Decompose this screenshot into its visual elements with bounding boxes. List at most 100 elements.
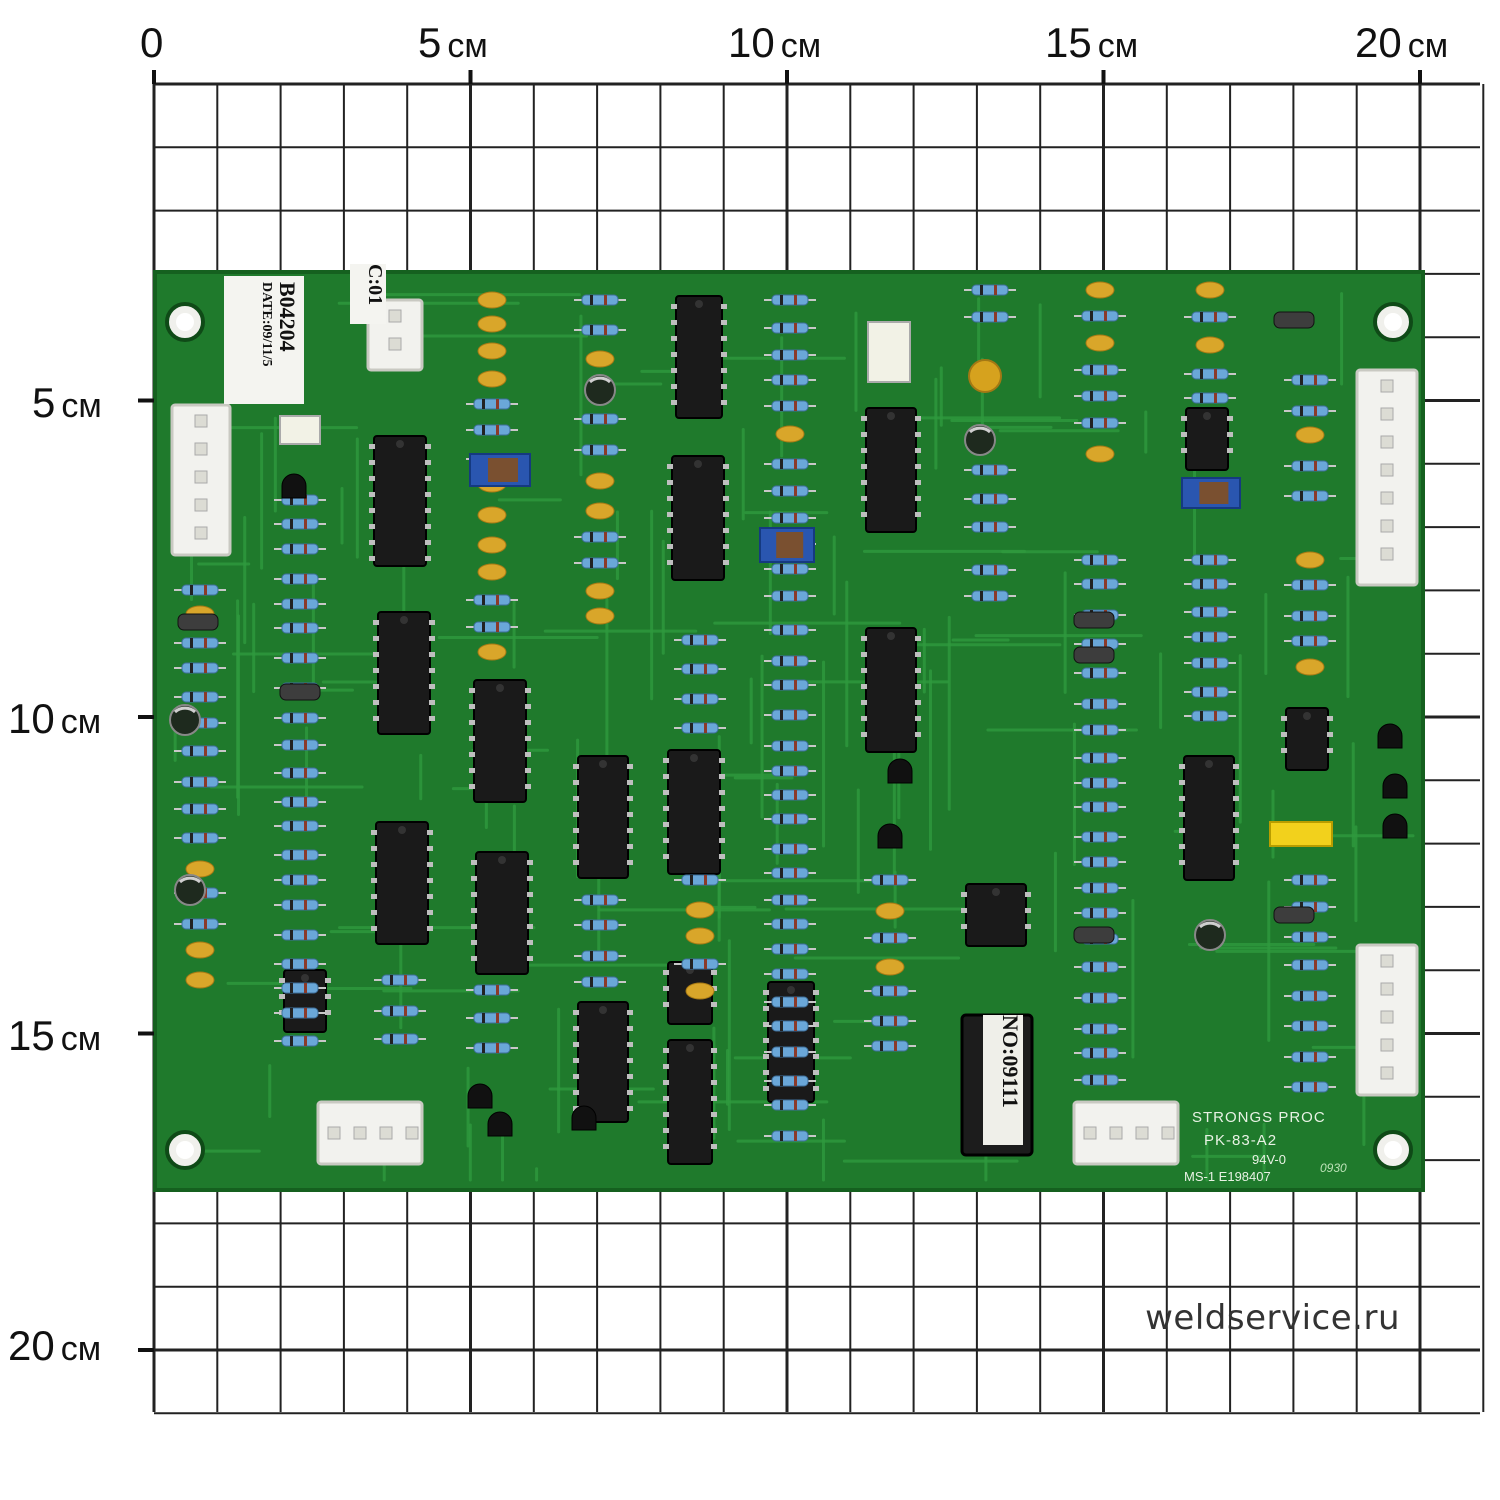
- ic-pin: [471, 908, 477, 913]
- resistor: [771, 765, 809, 777]
- resistor-band: [980, 522, 983, 532]
- ic-pin: [573, 1058, 579, 1063]
- ic-pin: [861, 684, 867, 689]
- optocoupler: [279, 415, 321, 445]
- ic-pin: [627, 1058, 633, 1063]
- resistor: [181, 584, 219, 596]
- ic-pin: [471, 956, 477, 961]
- resistor-band: [1300, 932, 1303, 942]
- ic-pin: [627, 1042, 633, 1047]
- connector-pin: [194, 498, 208, 512]
- mounting-hole-center: [176, 1141, 194, 1159]
- resistor-band: [204, 777, 207, 787]
- resistor-band: [780, 1076, 783, 1086]
- ic-pin: [373, 620, 379, 625]
- resistor-band: [794, 591, 797, 601]
- ic-pin: [369, 460, 375, 465]
- ceramic-capacitor: [1295, 426, 1325, 444]
- resistor: [1081, 777, 1119, 789]
- ic-pin: [861, 668, 867, 673]
- resistor-band: [1104, 639, 1107, 649]
- resistor: [473, 1012, 511, 1024]
- resistor: [1191, 392, 1229, 404]
- ic-pin: [573, 1010, 579, 1015]
- ic-notch: [992, 888, 1000, 896]
- ic-pin: [325, 978, 331, 983]
- ic-pin: [711, 986, 717, 991]
- ic-chip: [577, 1001, 629, 1123]
- resistor: [1191, 606, 1229, 618]
- resistor: [473, 594, 511, 606]
- ic-pin: [627, 812, 633, 817]
- resistor-band: [290, 653, 293, 663]
- ic-pin: [861, 512, 867, 517]
- resistor: [281, 543, 319, 555]
- resistor-band: [190, 663, 193, 673]
- connector-pin: [1380, 379, 1394, 393]
- resistor: [281, 573, 319, 585]
- resistor-band: [604, 414, 607, 424]
- ic-pin: [525, 752, 531, 757]
- ic-pin: [325, 1010, 331, 1015]
- ic-pin: [671, 368, 677, 373]
- ic-pin: [711, 1080, 717, 1085]
- resistor: [971, 521, 1009, 533]
- ic-notch: [599, 1006, 607, 1014]
- ic-pin: [813, 1054, 819, 1059]
- ic-pin: [471, 892, 477, 897]
- resistor-band: [1090, 579, 1093, 589]
- ic-pin: [373, 716, 379, 721]
- resistor-band: [780, 944, 783, 954]
- electrolytic-capacitor: [964, 424, 996, 456]
- ceramic-capacitor: [477, 563, 507, 581]
- resistor: [971, 590, 1009, 602]
- resistor-band: [780, 969, 783, 979]
- resistor-band: [794, 895, 797, 905]
- resistor-band: [794, 969, 797, 979]
- circuit-board: [153, 270, 1425, 1192]
- resistor-band: [1300, 1021, 1303, 1031]
- resistor-band: [794, 1076, 797, 1086]
- resistor: [871, 874, 909, 886]
- ceramic-capacitor: [685, 927, 715, 945]
- resistor-band: [1214, 607, 1217, 617]
- resistor-band: [1214, 579, 1217, 589]
- serial-label: NO:09111: [983, 1015, 1023, 1145]
- resistor-band: [604, 295, 607, 305]
- resistor: [1081, 907, 1119, 919]
- resistor: [1291, 610, 1329, 622]
- inductor: [1273, 311, 1315, 329]
- ic-pin: [425, 444, 431, 449]
- resistor-band: [1090, 311, 1093, 321]
- resistor: [181, 918, 219, 930]
- ic-pin: [671, 400, 677, 405]
- resistor-band: [1214, 632, 1217, 642]
- resistor-band: [496, 595, 499, 605]
- resistor-band: [590, 414, 593, 424]
- resistor-band: [894, 875, 897, 885]
- transistor: [467, 1083, 493, 1109]
- resistor-band: [482, 622, 485, 632]
- ic-pin: [627, 1090, 633, 1095]
- ic-pin: [469, 704, 475, 709]
- resistor-band: [780, 790, 783, 800]
- resistor-band: [780, 295, 783, 305]
- resistor-band: [496, 425, 499, 435]
- ic-pin: [1233, 780, 1239, 785]
- resistor-band: [794, 401, 797, 411]
- ic-pin: [1233, 828, 1239, 833]
- ic-pin: [1181, 448, 1187, 453]
- resistor: [1291, 579, 1329, 591]
- resistor: [581, 950, 619, 962]
- ic-pin: [373, 700, 379, 705]
- resistor-band: [404, 1034, 407, 1044]
- resistor: [1291, 990, 1329, 1002]
- ic-pin: [469, 720, 475, 725]
- resistor-band: [880, 1016, 883, 1026]
- resistor-band: [390, 1006, 393, 1016]
- resistor: [771, 1020, 809, 1032]
- ic-pin: [763, 1070, 769, 1075]
- ic-pin: [711, 1002, 717, 1007]
